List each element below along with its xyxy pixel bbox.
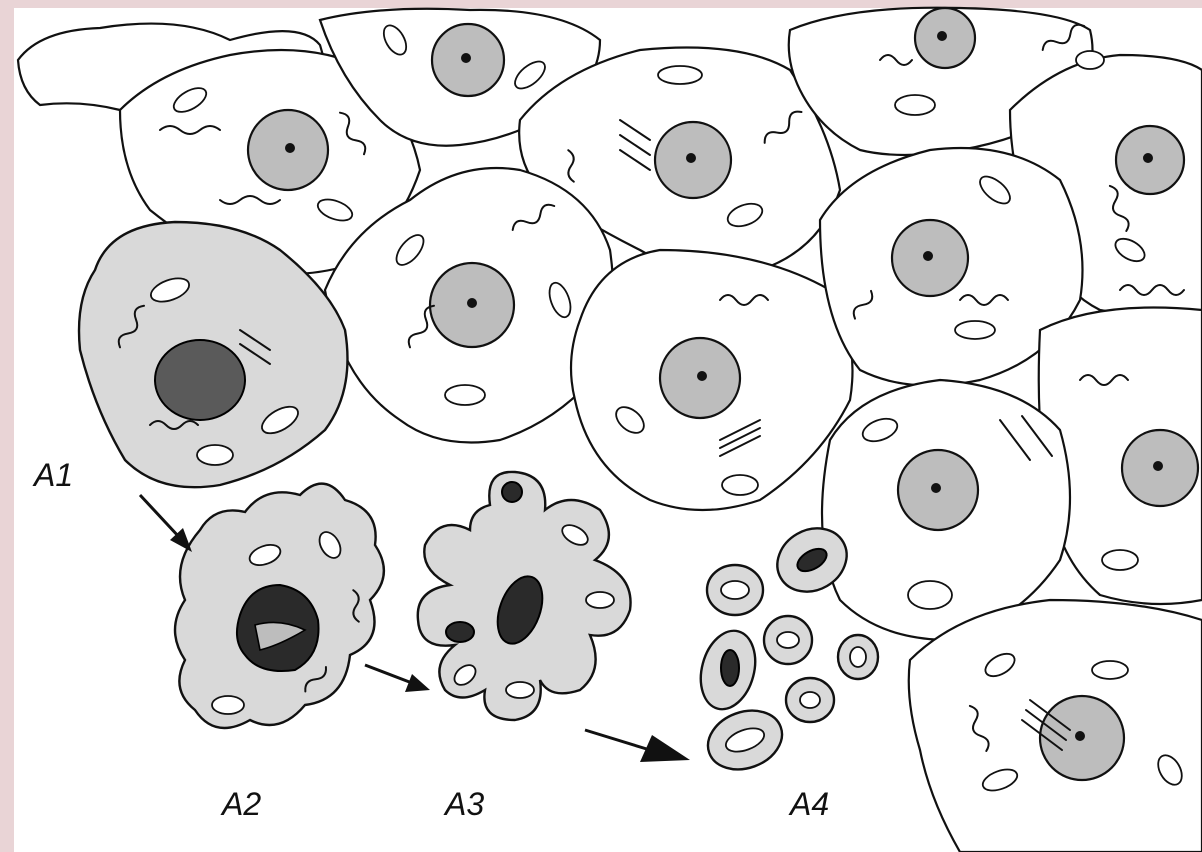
nucleolus-cell-6: [467, 298, 477, 308]
mitochondrion: [1092, 661, 1128, 679]
cell-a1-nucleus: [155, 340, 245, 420]
label-a4: A4: [788, 786, 829, 822]
apoptotic-body-content: [777, 632, 799, 648]
nucleolus-cell-9: [1153, 461, 1163, 471]
nucleolus-cell-7: [697, 371, 707, 381]
mitochondrion: [212, 696, 244, 714]
mitochondrion: [722, 475, 758, 495]
nucleolus-cell-10: [931, 483, 941, 493]
mitochondrion: [955, 321, 995, 339]
cell-a3-chromatin-fragment: [446, 622, 474, 642]
mitochondrion: [197, 445, 233, 465]
label-a3: A3: [443, 786, 484, 822]
mitochondrion: [506, 682, 534, 698]
cell-a3-chromatin-fragment: [502, 482, 522, 502]
mitochondrion: [586, 592, 614, 608]
mitochondrion: [658, 66, 702, 84]
nucleolus-cell-11: [1075, 731, 1085, 741]
nucleolus-cell-8: [923, 251, 933, 261]
mitochondrion: [1076, 51, 1104, 69]
nucleolus-cell-4: [937, 31, 947, 41]
mitochondrion: [908, 581, 952, 609]
apoptotic-body-content: [850, 647, 866, 667]
label-a2: A2: [220, 786, 261, 822]
label-a1: A1: [32, 457, 73, 493]
mitochondrion: [445, 385, 485, 405]
mitochondrion: [1102, 550, 1138, 570]
nucleolus-cell-5: [1143, 153, 1153, 163]
nucleolus-cell-1: [285, 143, 295, 153]
nucleolus-cell-2: [461, 53, 471, 63]
apoptotic-body-chromatin: [721, 650, 739, 686]
apoptotic-body-content: [721, 581, 749, 599]
apoptotic-body-content: [800, 692, 820, 708]
nucleolus-cell-3: [686, 153, 696, 163]
mitochondrion: [895, 95, 935, 115]
